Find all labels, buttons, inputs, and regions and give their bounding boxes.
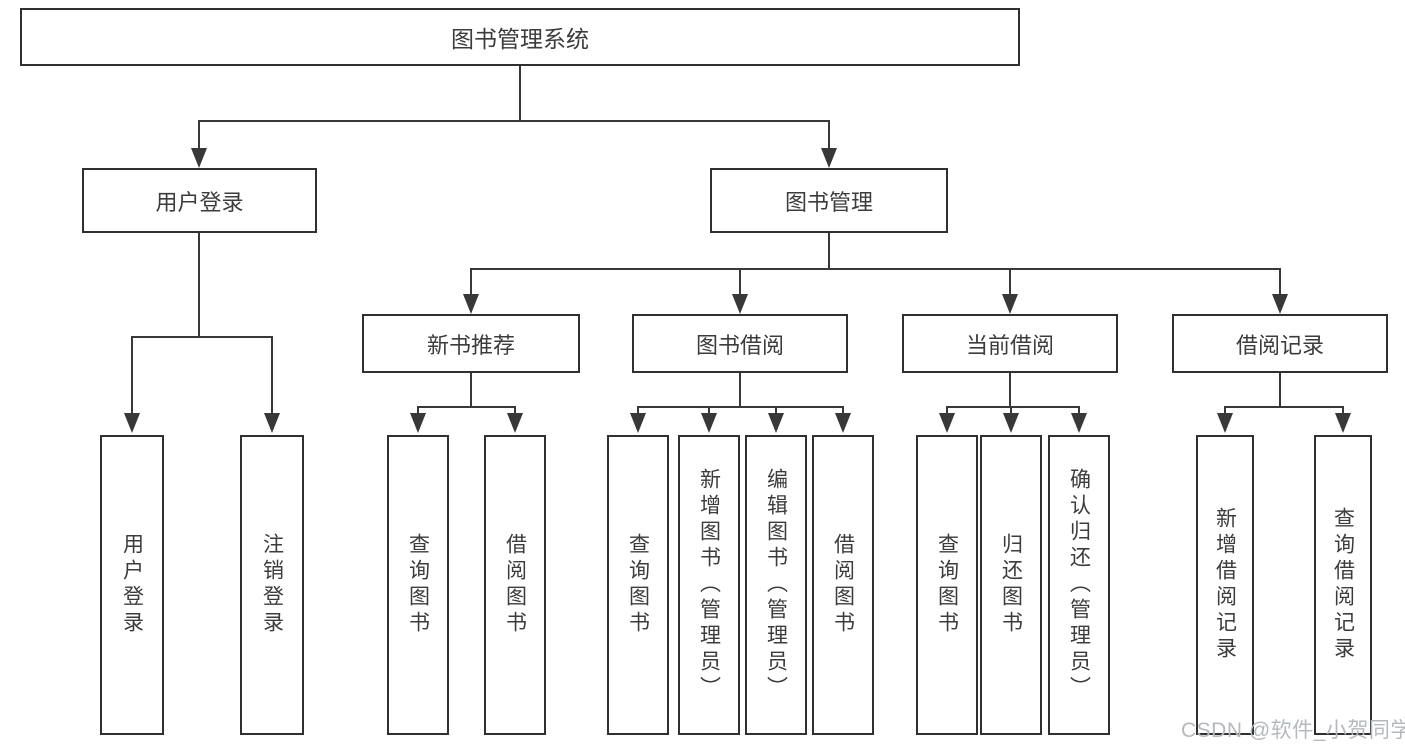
drop-leaf-line [1224,406,1226,415]
book-mgmt-stem-line [828,233,830,270]
node-records: 借阅记录 [1172,314,1388,373]
leaf-user-login: 用户登录 [100,435,164,735]
arrow-down-icon [1335,413,1351,433]
csdn-watermark: CSDN @软件_小贺同学 [1181,719,1405,742]
arrow-down-icon [939,413,955,433]
borrowing-stem-line [739,373,741,407]
leaf-add-books-admin: 新增图书（管理员） [678,435,740,735]
node-borrowing: 图书借阅 [632,314,848,373]
borrowing-rail-line [637,406,843,408]
leaf-label: 编辑图书（管理员） [764,468,788,702]
records-stem-line [1279,373,1281,407]
leaf-add-borrow-record: 新增借阅记录 [1196,435,1254,735]
leaf-query-books: 查询图书 [607,435,669,735]
leaf-label: 确认归还（管理员） [1067,468,1091,702]
drop-leaf-line [637,406,639,415]
drop-leaf-line [842,406,844,415]
arrow-down-icon [410,413,426,433]
arrow-down-icon [1272,294,1288,314]
node-new-books: 新书推荐 [362,314,580,373]
arrow-down-icon [507,413,523,433]
current-stem-line [1009,373,1011,407]
leaf-label: 查询图书 [406,533,430,637]
leaf-query-books: 查询图书 [916,435,978,735]
arrow-down-icon [1002,294,1018,314]
node-book-mgmt: 图书管理 [710,168,948,233]
drop-book-mgmt-line [828,120,830,150]
arrow-down-icon [463,294,479,314]
drop-records-line [1279,268,1281,296]
leaf-label: 新增图书（管理员） [697,468,721,702]
drop-leaf-line [417,406,419,415]
arrow-down-icon [1071,413,1087,433]
drop-user-login-line [198,120,200,150]
leaf-confirm-return-admin: 确认归还（管理员） [1048,435,1110,735]
leaf-query-borrow-record: 查询借阅记录 [1314,435,1372,735]
arrow-down-icon [1217,413,1233,433]
leaf-return-books: 归还图书 [980,435,1042,735]
leaf-edit-books-admin: 编辑图书（管理员） [745,435,807,735]
arrow-down-icon [835,413,851,433]
root-rail-line [198,120,830,122]
node-current: 当前借阅 [902,314,1118,373]
new-books-stem-line [470,373,472,407]
leaf-label: 借阅图书 [831,533,855,637]
book-mgmt-rail-line [470,268,1281,270]
leaf-label: 查询图书 [626,533,650,637]
user-login-stem-line [198,233,200,337]
leaf-logout: 注销登录 [240,435,304,735]
arrow-down-icon [768,413,784,433]
arrow-down-icon [1003,413,1019,433]
leaf-label: 借阅图书 [503,533,527,637]
leaf-label: 注销登录 [260,533,284,637]
drop-logout-line [271,336,273,415]
drop-leaf-line [946,406,948,415]
arrow-down-icon [124,413,140,433]
drop-leaf-line [514,406,516,415]
leaf-label: 用户登录 [120,533,144,637]
drop-leaf-line [1010,406,1012,415]
user-login-rail-line [131,336,273,338]
arrow-down-icon [732,294,748,314]
node-user-login: 用户登录 [82,168,317,233]
arrow-down-icon [701,413,717,433]
leaf-borrow-books: 借阅图书 [812,435,874,735]
current-rail-line [946,406,1079,408]
arrow-down-icon [630,413,646,433]
drop-new-books-line [470,268,472,296]
arrow-down-icon [821,148,837,168]
drop-leaf-line [708,406,710,415]
leaf-query-books: 查询图书 [387,435,449,735]
arrow-down-icon [264,413,280,433]
leaf-label: 新增借阅记录 [1213,507,1237,663]
leaf-borrow-books: 借阅图书 [484,435,546,735]
leaf-label: 归还图书 [999,533,1023,637]
records-rail-line [1224,406,1343,408]
leaf-label: 查询图书 [935,533,959,637]
drop-login-line [131,336,133,415]
node-root: 图书管理系统 [20,8,1020,66]
drop-leaf-line [1342,406,1344,415]
drop-borrowing-line [739,268,741,296]
drop-leaf-line [775,406,777,415]
new-books-rail-line [417,406,516,408]
root-stem-line [519,66,521,122]
drop-current-line [1009,268,1011,296]
drop-leaf-line [1078,406,1080,415]
leaf-label: 查询借阅记录 [1331,507,1355,663]
arrow-down-icon [191,148,207,168]
